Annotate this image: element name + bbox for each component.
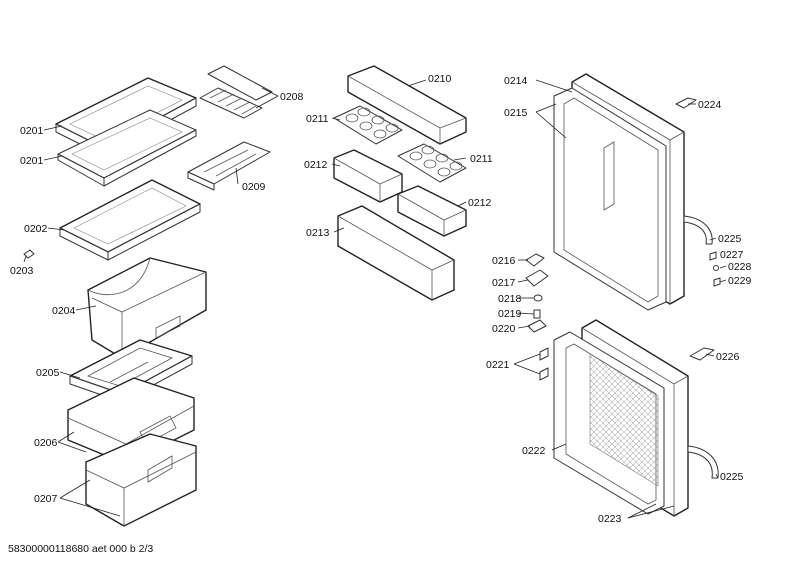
hinge-bushing (527, 319, 547, 333)
egg-tray-left (333, 105, 403, 145)
label-0210: 0210 (428, 73, 452, 85)
label-0207: 0207 (34, 493, 58, 505)
shelf-clip (23, 249, 35, 259)
label-0211-left: 0211 (306, 113, 329, 125)
hinge-bracket (525, 253, 545, 267)
label-0221: 0221 (486, 359, 510, 371)
label-0227: 0227 (720, 249, 744, 261)
label-0212-right: 0212 (468, 197, 492, 209)
label-0225-upper: 0225 (718, 233, 742, 245)
part-labels: 0201 0201 0202 0203 0204 0205 0206 0207 … (10, 73, 752, 525)
label-0216: 0216 (492, 255, 516, 267)
ice-cube-tray (199, 65, 273, 119)
glass-shelf-lower (59, 179, 201, 261)
label-0213: 0213 (306, 227, 330, 239)
label-0204: 0204 (52, 305, 76, 317)
door-rack-small-right (397, 185, 467, 237)
label-0205: 0205 (36, 367, 60, 379)
egg-tray-right (397, 143, 467, 183)
storage-tray (187, 141, 271, 191)
glass-shelf-second (57, 109, 197, 187)
label-0215: 0215 (504, 107, 528, 119)
label-0206: 0206 (34, 437, 58, 449)
label-0201-second: 0201 (20, 155, 44, 167)
hinge-washer (533, 294, 543, 302)
label-0202: 0202 (24, 223, 48, 235)
door-handle-upper (683, 215, 713, 245)
label-0218: 0218 (498, 293, 522, 305)
door-handle-lower (687, 445, 719, 479)
label-0225-lower: 0225 (720, 471, 744, 483)
label-0222: 0222 (522, 445, 546, 457)
label-0212-left: 0212 (304, 159, 328, 171)
upper-door-gasket (553, 87, 667, 311)
label-0219: 0219 (498, 308, 522, 320)
label-0229: 0229 (728, 275, 752, 287)
lower-door-panel-mesh (589, 353, 659, 487)
label-0220: 0220 (492, 323, 516, 335)
label-0223: 0223 (598, 513, 622, 525)
label-0226: 0226 (716, 351, 740, 363)
label-0217: 0217 (492, 277, 516, 289)
small-hardware-set (709, 251, 721, 287)
hinge-plate (525, 269, 549, 287)
hinge-cover-lower (689, 347, 715, 361)
door-rack-top (347, 65, 467, 145)
label-0228: 0228 (728, 261, 752, 273)
hinge-cover-upper (675, 97, 697, 109)
door-rack-small-left (333, 149, 403, 203)
freezer-drawer-lower (85, 433, 197, 527)
label-0224: 0224 (698, 99, 722, 111)
leader-lines (23, 79, 727, 519)
document-footer: 58300000118680 aet 000 b 2/3 (8, 543, 153, 555)
label-0203: 0203 (10, 265, 34, 277)
label-0211-right: 0211 (470, 153, 493, 165)
crisper-drawer (87, 257, 207, 359)
label-0208: 0208 (280, 91, 304, 103)
label-0209: 0209 (242, 181, 266, 193)
hinge-pin (533, 309, 541, 319)
door-screws (539, 347, 549, 381)
label-0214: 0214 (504, 75, 528, 87)
label-0201-top: 0201 (20, 125, 44, 137)
door-rack-bottom (337, 205, 455, 301)
